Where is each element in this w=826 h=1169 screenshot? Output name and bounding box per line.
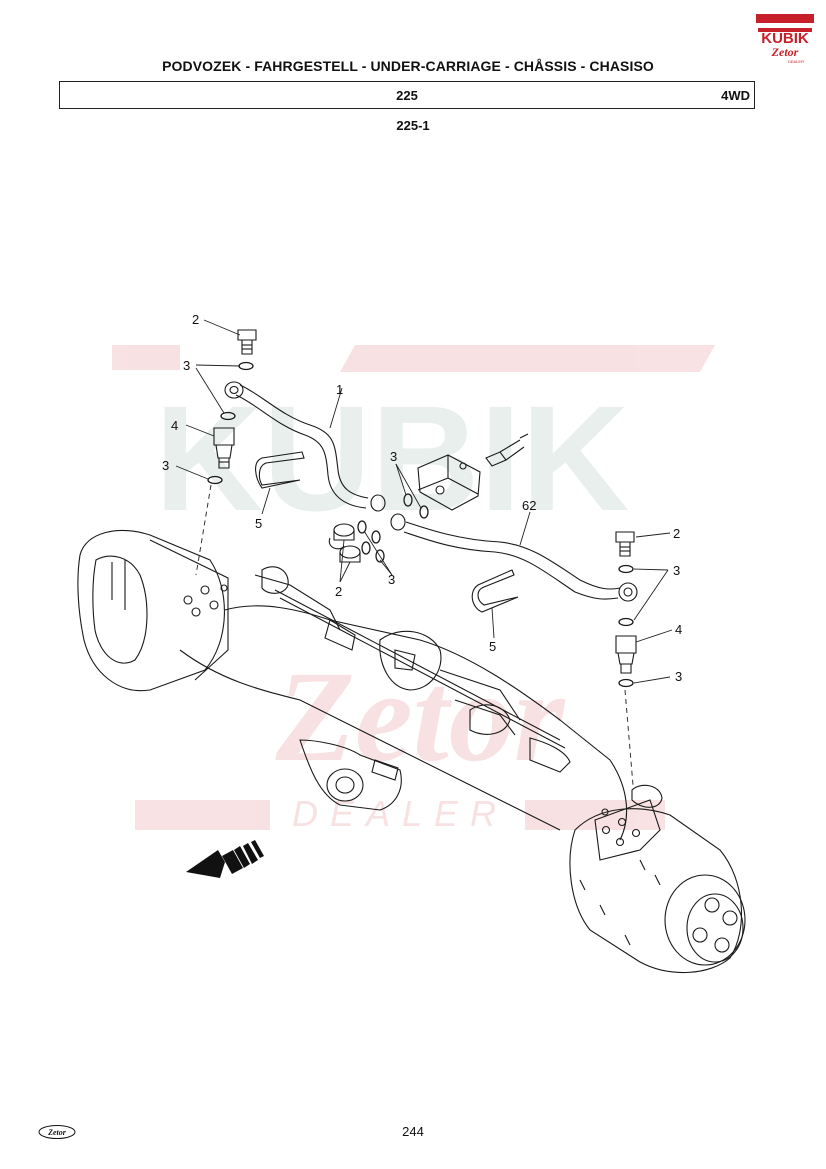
figure-number: 225-1 <box>396 118 430 133</box>
callout-4-left: 4 <box>171 418 178 433</box>
callout-2-top-left: 2 <box>192 312 199 327</box>
ring-3a <box>238 361 254 371</box>
callout-3-right-lower: 3 <box>675 669 682 684</box>
banjo-bolt-2b <box>615 531 635 557</box>
callout-1-pipe: 1 <box>336 382 343 397</box>
callout-labels: 2 3 4 3 5 1 3 2 3 62 5 2 3 4 3 <box>162 312 682 684</box>
callout-2-right: 2 <box>673 526 680 541</box>
callout-3-left: 3 <box>162 458 169 473</box>
callout-3-right: 3 <box>673 563 680 578</box>
pipe-clip-5b <box>471 569 519 613</box>
page-title: PODVOZEK - FAHRGESTELL - UNDER-CARRIAGE … <box>162 58 654 74</box>
ring-3c <box>207 475 223 485</box>
variant-label: 4WD <box>721 88 750 103</box>
front-axle-drawing <box>77 530 746 974</box>
ring-3i <box>375 549 385 563</box>
callout-5-right: 5 <box>489 639 496 654</box>
callout-4-right: 4 <box>675 622 682 637</box>
direction-arrow <box>186 840 264 878</box>
callout-3-top-left: 3 <box>183 358 190 373</box>
ring-3e <box>419 505 429 519</box>
callout-3-center: 3 <box>390 449 397 464</box>
watermark-main-text: KUBIK <box>155 374 630 542</box>
logo-top-text: KUBIK <box>761 30 809 47</box>
assembly-guide-lines <box>195 484 634 786</box>
banjo-bolt-2a <box>237 329 257 355</box>
brake-pipe-62 <box>390 513 638 602</box>
adapter-4b <box>615 635 637 674</box>
logo-bottom-text: Zetor <box>771 45 799 59</box>
sealing-rings <box>207 361 634 688</box>
ring-3g <box>371 530 381 544</box>
ring-3h <box>361 541 371 555</box>
watermark-dealer-text: DEALER <box>292 793 508 834</box>
callout-2-center: 2 <box>335 584 342 599</box>
leader-lines <box>175 319 673 684</box>
brake-pipe-1 <box>224 381 386 512</box>
section-bar: 225 4WD <box>59 81 755 109</box>
logo-tag-text: DEALER <box>788 59 804 64</box>
ring-3j <box>618 564 634 574</box>
ring-3f <box>357 520 367 534</box>
page-number: 244 <box>402 1124 424 1139</box>
distribution-block <box>417 433 529 511</box>
footer-zetor-logo: Zetor <box>38 1125 76 1139</box>
ring-3l <box>618 678 634 688</box>
footer-logo-text: Zetor <box>47 1128 67 1137</box>
pipe-clip-5a <box>255 451 305 489</box>
ring-3d <box>403 493 413 507</box>
callout-62-pipe: 62 <box>522 498 536 513</box>
adapter-4a <box>213 427 235 469</box>
section-number: 225 <box>396 88 418 103</box>
kubik-zetor-logo: KUBIK Zetor DEALER <box>756 14 814 64</box>
ring-3k <box>618 617 634 627</box>
callout-5-left: 5 <box>255 516 262 531</box>
callout-3-center-lower: 3 <box>388 572 395 587</box>
ring-3b <box>220 411 236 421</box>
